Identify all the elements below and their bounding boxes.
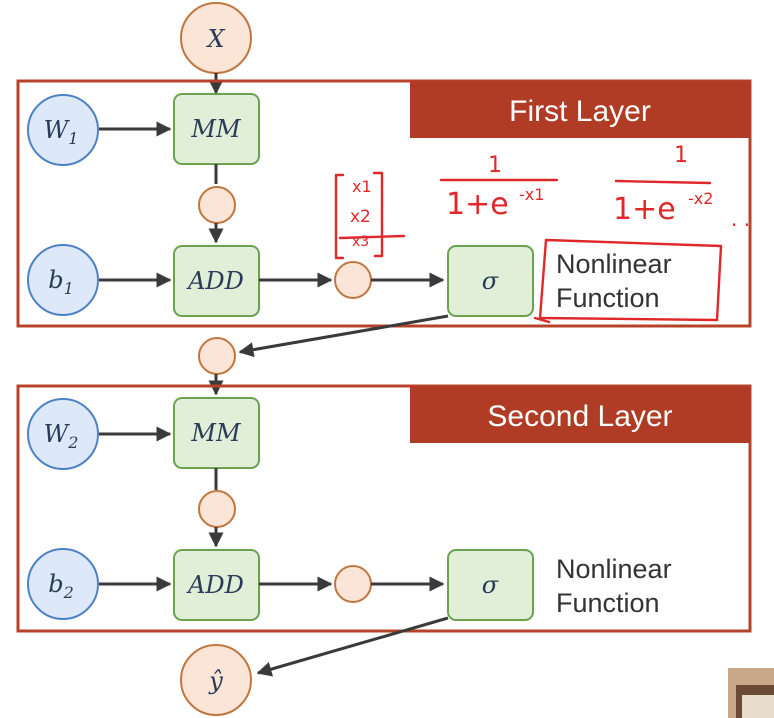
activation-2-label-line1: Nonlinear xyxy=(556,554,672,584)
svg-text:b1: b1 xyxy=(48,266,74,298)
hidden-output-node xyxy=(198,337,236,375)
second-layer-border xyxy=(16,384,752,633)
add-node-2: ADD xyxy=(173,549,260,621)
nonlinear-highlight-box xyxy=(538,238,723,322)
weight-w2-sub: 2 xyxy=(67,433,78,452)
add-2-label: ADD xyxy=(186,571,244,599)
bias-b1-sub: 1 xyxy=(64,279,74,298)
bias-b2-base: b xyxy=(48,570,63,598)
activation-1-label-line1: Nonlinear xyxy=(556,249,672,279)
sigmoid2-denominator: 1+e xyxy=(613,192,676,227)
second-layer-title: Second Layer xyxy=(487,400,672,433)
vector-x2: x2 xyxy=(350,207,371,227)
edge-sigma2-to-output xyxy=(256,616,449,677)
weight-w1-sub: 1 xyxy=(68,129,78,148)
bias-b2-sub: 2 xyxy=(63,583,74,602)
intermediate-node-2a xyxy=(198,490,236,528)
activation-2-symbol: σ xyxy=(482,571,499,599)
svg-text:W2: W2 xyxy=(44,420,79,452)
matmul-1-label: MM xyxy=(190,115,242,143)
nonlinear-highlight-tail xyxy=(533,316,551,324)
input-symbol: X xyxy=(205,25,225,53)
input-node: X xyxy=(180,2,252,74)
matmul-node-1: MM xyxy=(173,93,260,165)
bias-b1-base: b xyxy=(48,266,63,294)
svg-text:b2: b2 xyxy=(48,570,74,602)
weight-w2-base: W xyxy=(44,420,71,448)
intermediate-node-1a xyxy=(198,186,236,224)
activation-1-symbol: σ xyxy=(482,267,499,295)
activation-node-1: σ xyxy=(447,245,534,317)
svg-text:W1: W1 xyxy=(44,116,79,148)
add-1-label: ADD xyxy=(186,267,244,295)
first-layer-banner xyxy=(410,81,750,138)
output-node: ŷ xyxy=(180,644,252,716)
activation-node-2: σ xyxy=(447,549,534,621)
intermediate-node-1b xyxy=(334,261,372,299)
sigmoid2-numerator: 1 xyxy=(674,143,688,168)
add-node-1: ADD xyxy=(173,245,260,317)
weight-node-w2: W2 xyxy=(27,398,99,470)
weight-node-w1: W1 xyxy=(27,94,99,166)
intermediate-node-2b xyxy=(334,565,372,603)
sigmoid2-fraction-bar xyxy=(614,179,712,185)
vector-strike-line xyxy=(338,234,406,240)
bias-node-b1: b1 xyxy=(27,244,99,316)
sigmoid1-exponent: -x1 xyxy=(519,185,544,204)
video-thumbnail xyxy=(728,668,774,718)
first-layer-title: First Layer xyxy=(509,95,651,128)
output-symbol: ŷ xyxy=(208,667,223,695)
bias-node-b2: b2 xyxy=(27,548,99,620)
edge-sigma1-to-hidden xyxy=(238,314,449,358)
vector-x1: x1 xyxy=(352,177,372,196)
sigmoid1-numerator: 1 xyxy=(488,153,502,178)
vector-right-bracket xyxy=(372,171,384,258)
weight-w1-base: W xyxy=(44,116,71,144)
matmul-2-label: MM xyxy=(190,419,242,447)
sigmoid1-denominator: 1+e xyxy=(446,187,509,222)
second-layer: Second Layer W2 MM b2 ADD xyxy=(16,384,752,633)
vector-left-bracket xyxy=(334,173,345,260)
second-layer-banner xyxy=(410,386,750,443)
activation-1-label-line2: Function xyxy=(556,283,660,313)
sigmoid2-exponent: -x2 xyxy=(688,189,713,208)
activation-2-label-line2: Function xyxy=(556,588,660,618)
trailing-dots: . . xyxy=(731,207,750,231)
handwritten-annotations: x1 x2 x3 1 1+e -x1 1 1+e -x2 . . xyxy=(334,143,750,324)
matmul-node-2: MM xyxy=(173,397,260,469)
